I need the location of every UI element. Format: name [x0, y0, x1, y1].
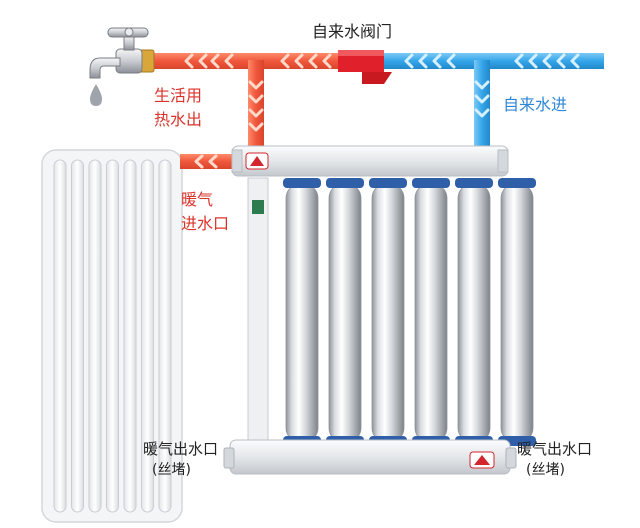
heater-bottom-header: [229, 439, 511, 475]
valve-icon: [338, 50, 392, 84]
faucet-icon: [89, 27, 155, 79]
brand-logo-icon: [245, 152, 269, 170]
radiator-fins: [53, 159, 172, 513]
radiator-fin: [88, 159, 102, 513]
brand-logo-bottom-icon: [469, 451, 495, 469]
outlet-left-label-1: 暖气出水口: [143, 440, 219, 458]
heater-top-header: [231, 145, 509, 177]
cold-pipe-drop: [474, 60, 490, 152]
heater-column: [498, 178, 536, 446]
heater-side-panel: [247, 177, 269, 447]
heater-column: [412, 178, 450, 446]
radiator-fin: [71, 159, 84, 513]
radiator-fin: [141, 159, 154, 513]
heater-column: [455, 178, 493, 446]
cold-water-pipes: [380, 53, 604, 152]
hot-flow-arrows: [184, 53, 332, 169]
radiator-fin: [53, 159, 67, 513]
radiator-fin: [106, 159, 119, 513]
cold-water-in-label: 自来水进: [503, 95, 568, 114]
valve-label: 自来水阀门: [312, 22, 393, 41]
radiator-fin: [123, 159, 137, 513]
heater-column: [369, 178, 407, 446]
heater-columns: [283, 178, 536, 446]
heater-column: [283, 178, 321, 446]
radiator: [41, 149, 183, 523]
radiator-fin: [158, 159, 172, 513]
hot-water-pipes: [150, 53, 346, 169]
outlet-left-label-2: (丝堵): [152, 462, 191, 478]
outlet-right-label-1: 暖气出水口: [517, 440, 593, 458]
hot-water-out-label-1: 生活用: [154, 86, 203, 105]
hot-pipe-radiator: [180, 154, 236, 169]
heating-inlet-label-2: 进水口: [181, 214, 230, 233]
hot-water-out-label-2: 热水出: [154, 110, 203, 129]
water-drop-icon: [90, 84, 102, 106]
cold-pipe-top: [380, 53, 604, 69]
cold-flow-arrows: [404, 53, 580, 118]
heater-unit: [223, 145, 536, 475]
hot-pipe-drop: [248, 60, 264, 152]
heater-sticker: [252, 200, 264, 214]
outlet-right-label-2: (丝堵): [526, 462, 565, 478]
heater-column: [326, 178, 364, 446]
heating-inlet-label-1: 暖气: [181, 190, 214, 209]
